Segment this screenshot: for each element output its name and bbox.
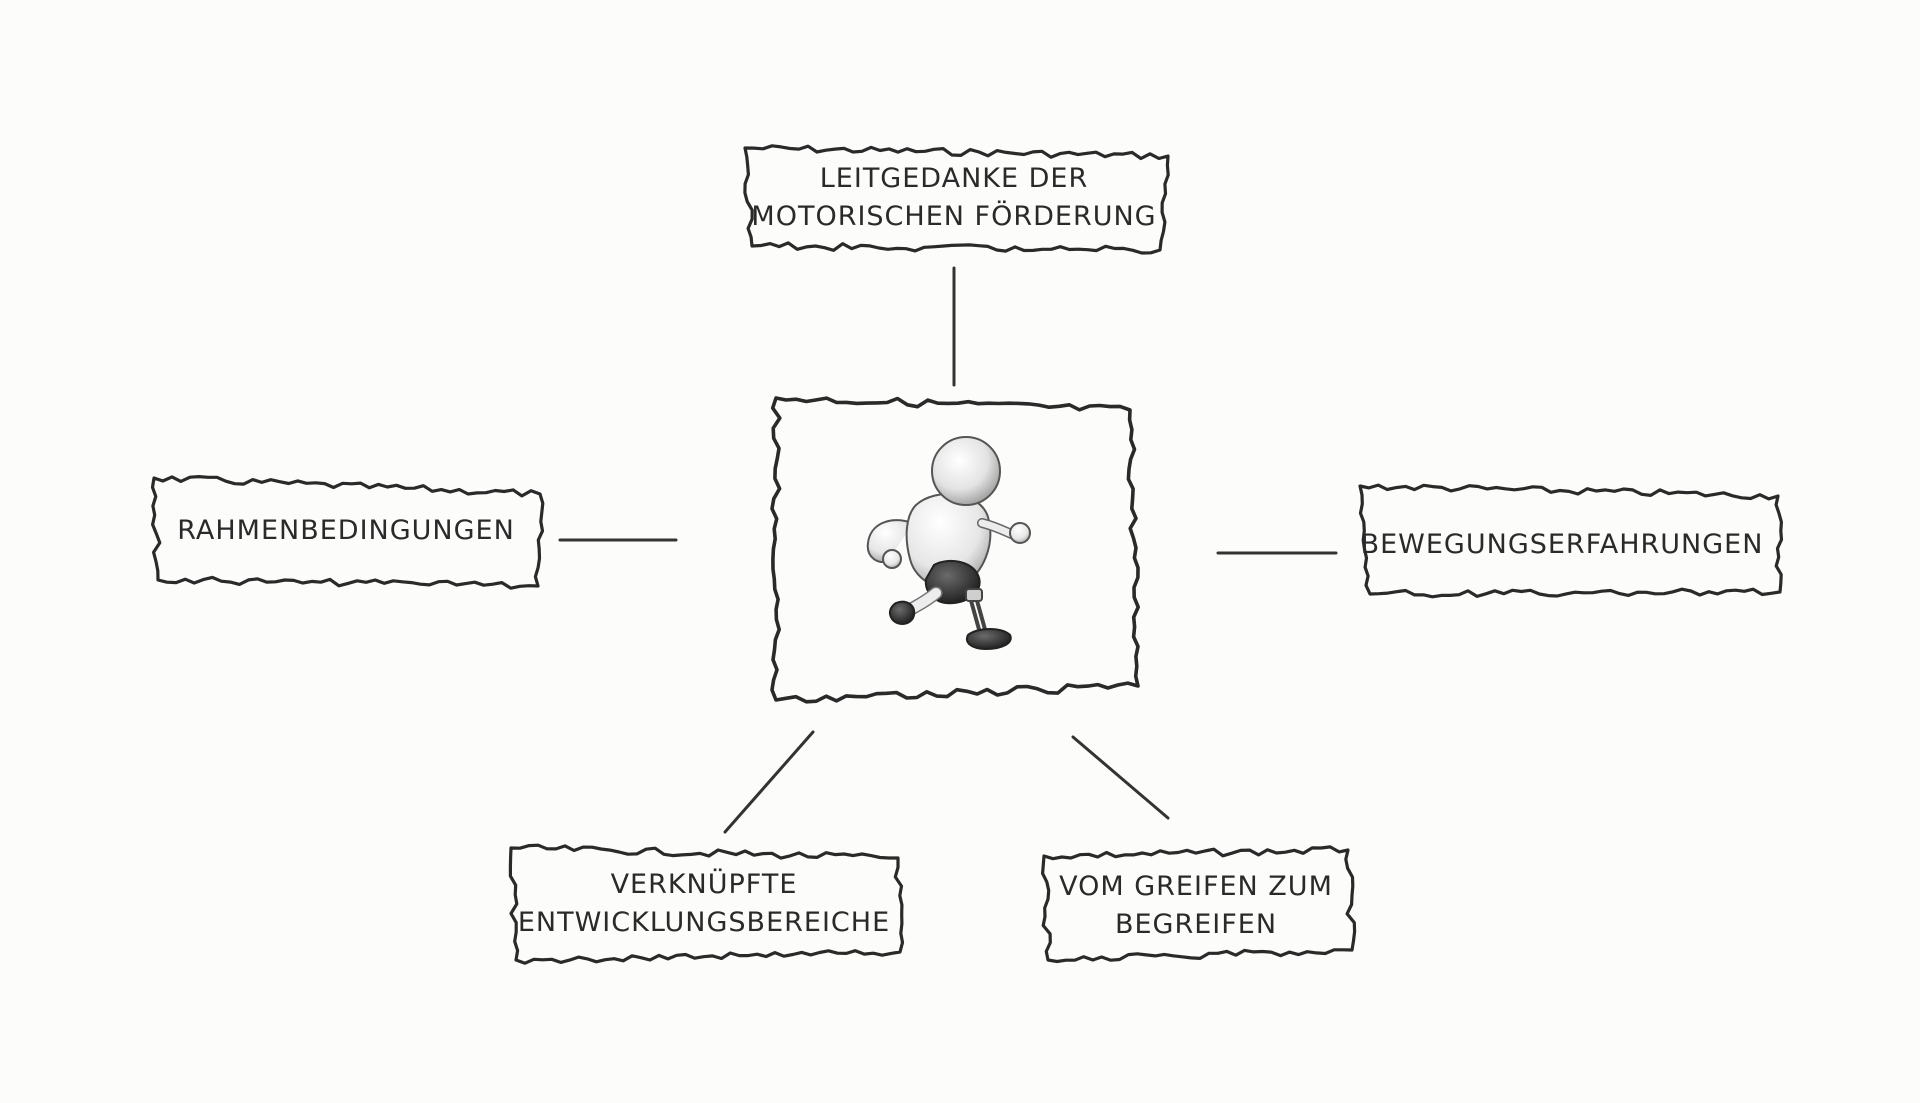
node-greifen-begreifen-line-1: VOM GREIFEN ZUM: [1059, 871, 1333, 902]
connector-bottom-right: [1071, 735, 1170, 820]
node-leitgedanke: LEITGEDANKE DER MOTORISCHEN FÖRDERUNG: [748, 150, 1160, 246]
node-leitgedanke-line-2: MOTORISCHEN FÖRDERUNG: [751, 201, 1157, 232]
node-entwicklungsbereiche-line-1: VERKNÜPFTE: [610, 869, 798, 900]
connector-bottom-left: [723, 730, 815, 834]
frame-bottom-right: [1041, 845, 1357, 964]
node-greifen-begreifen-line-2: BEGREIFEN: [1114, 909, 1278, 940]
running-child-icon: [866, 436, 1031, 651]
frame-left: [150, 475, 545, 590]
node-bewegungserfahrungen-label: BEWEGUNGSERFAHRUNGEN: [1360, 529, 1764, 560]
frame-top: [743, 144, 1170, 255]
node-greifen-begreifen: VOM GREIFEN ZUM BEGREIFEN: [1046, 852, 1346, 960]
frame-right: [1358, 483, 1784, 599]
node-bewegungserfahrungen: BEWEGUNGSERFAHRUNGEN: [1360, 496, 1764, 594]
node-leitgedanke-line-1: LEITGEDANKE DER: [819, 163, 1089, 194]
frame-center: [770, 396, 1140, 704]
frame-bottom-left: [508, 843, 905, 965]
node-rahmenbedingungen-label: RAHMENBEDINGUNGEN: [177, 515, 515, 546]
node-entwicklungsbereiche-line-2: ENTWICKLUNGSBEREICHE: [517, 907, 891, 938]
node-rahmenbedingungen: RAHMENBEDINGUNGEN: [158, 482, 534, 580]
node-entwicklungsbereiche: VERKNÜPFTE ENTWICKLUNGSBEREICHE: [513, 850, 895, 958]
